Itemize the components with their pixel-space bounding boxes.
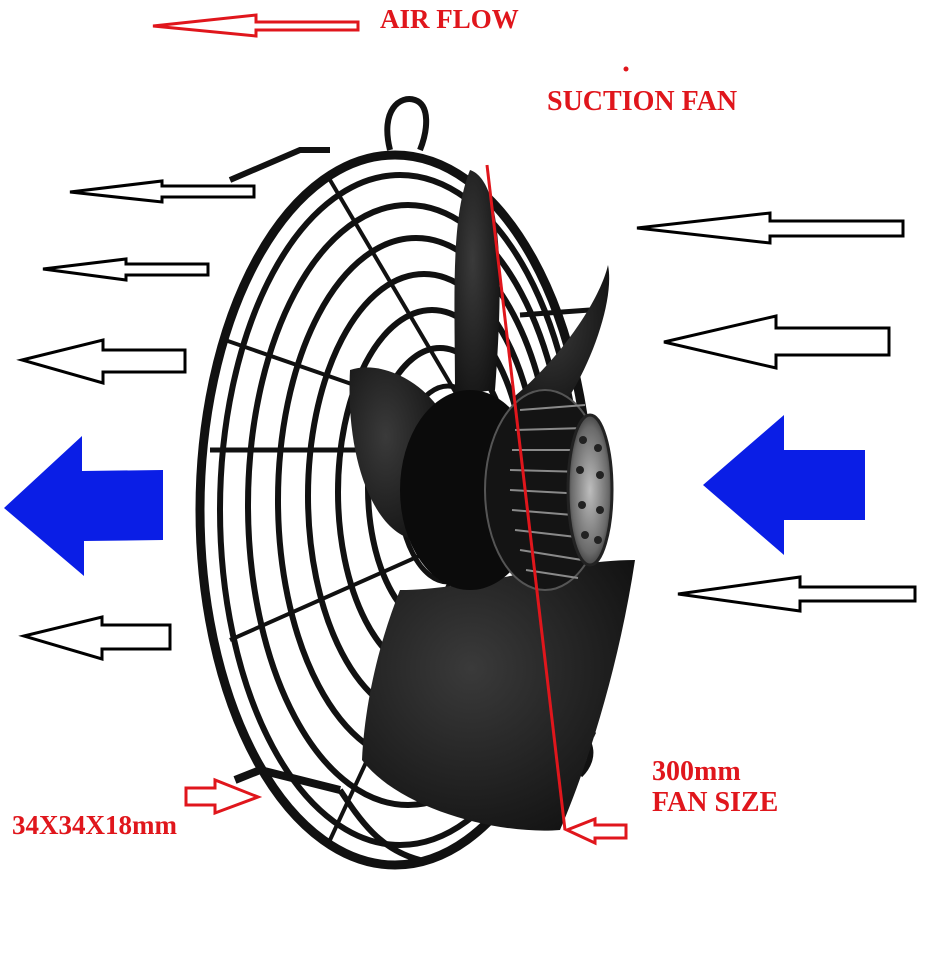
flow-arrows-outline	[16, 179, 917, 662]
flow-arrow-left-3	[16, 338, 187, 385]
main-flow-arrow-right	[703, 415, 865, 555]
main-flow-arrow-left	[4, 436, 163, 576]
suction-fan-label: SUCTION FAN	[547, 86, 738, 117]
fan-blades	[349, 170, 635, 831]
bracket-size-label: 34X34X18mm	[12, 810, 177, 840]
air-flow-label: AIR FLOW	[380, 4, 519, 34]
flow-arrow-left-4	[18, 615, 172, 662]
flow-arrow-left-2	[42, 257, 210, 282]
flow-arrow-left-1	[69, 179, 256, 204]
decorative-dot	[623, 66, 629, 72]
diameter-pointer-arrow	[563, 816, 628, 846]
fan-size-caption: FAN SIZE	[652, 787, 779, 818]
airflow-indicator-arrow	[152, 13, 360, 38]
flow-arrow-right-1	[636, 211, 905, 245]
fan-motor	[400, 389, 614, 591]
flow-arrow-right-3	[677, 575, 917, 613]
fan-diameter-label: 300mm	[652, 756, 741, 787]
diameter-line	[485, 164, 567, 831]
flow-arrows-solid	[4, 415, 865, 576]
bracket-pointer-arrow	[184, 777, 263, 816]
flow-arrow-right-2	[663, 314, 891, 370]
